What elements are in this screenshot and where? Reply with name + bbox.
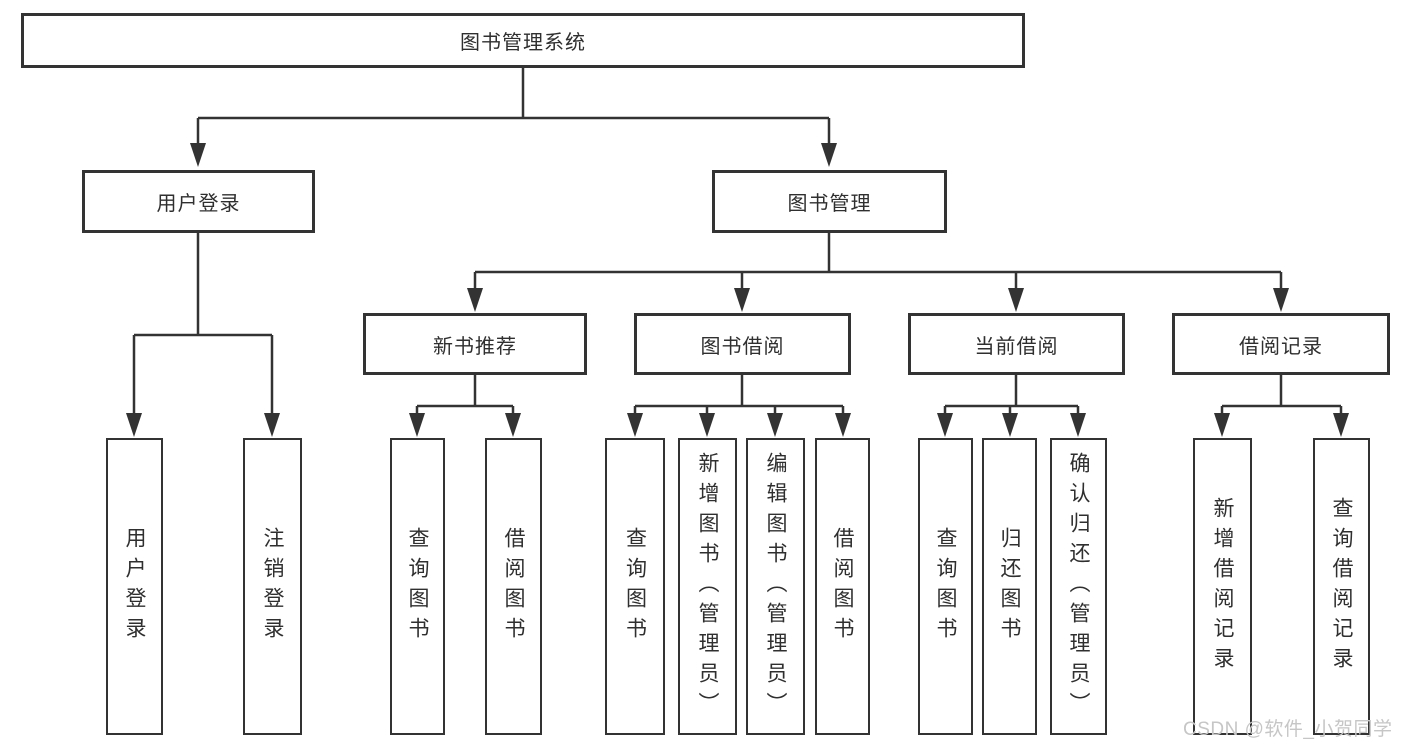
leaf-user-login: 用户登录	[106, 438, 163, 735]
node-label: 图书借阅	[700, 335, 785, 358]
arrow-down-icon	[835, 413, 851, 437]
leaf-borrow-books-recommend: 借阅图书	[485, 438, 542, 735]
leaf-query-books-current: 查询图书	[918, 438, 973, 735]
node-new-book-recommendation: 新书推荐	[363, 313, 587, 375]
node-label: 查询图书	[623, 526, 647, 647]
book-management-branch-connector	[467, 233, 1289, 312]
arrow-down-icon	[821, 143, 837, 167]
leaf-return-books: 归还图书	[982, 438, 1037, 735]
leaf-query-books-borrow: 查询图书	[605, 438, 665, 735]
leaf-edit-book-admin: 编辑图书（管理员）	[746, 438, 805, 735]
node-label: 新增图书（管理员）	[696, 451, 719, 722]
node-label: 借阅记录	[1239, 335, 1323, 358]
node-borrowing-records: 借阅记录	[1172, 313, 1390, 375]
arrow-down-icon	[1273, 288, 1289, 312]
csdn-watermark: CSDN @软件_小贺同学	[1183, 719, 1393, 740]
leaf-query-books-recommend: 查询图书	[390, 438, 445, 735]
node-label: 归还图书	[998, 526, 1021, 647]
node-book-management: 图书管理	[712, 170, 947, 233]
arrow-down-icon	[1333, 413, 1349, 437]
node-label: 用户登录	[123, 526, 146, 647]
arrow-down-icon	[734, 288, 750, 312]
arrow-down-icon	[126, 413, 142, 437]
borrow-records-connector	[1214, 375, 1349, 437]
leaf-logout: 注销登录	[243, 438, 302, 735]
node-user-login: 用户登录	[82, 170, 315, 233]
arrow-down-icon	[467, 288, 483, 312]
arrow-down-icon	[1008, 288, 1024, 312]
node-label: 新增借阅记录	[1211, 496, 1234, 677]
node-label: 当前借阅	[974, 335, 1059, 358]
arrow-down-icon	[767, 413, 783, 437]
node-label: 图书管理系统	[460, 32, 586, 54]
node-label: 编辑图书（管理员）	[764, 451, 787, 722]
arrow-down-icon	[1070, 413, 1086, 437]
node-label: 查询图书	[406, 526, 429, 647]
arrow-down-icon	[1002, 413, 1018, 437]
arrow-down-icon	[409, 413, 425, 437]
node-label: 新书推荐	[433, 335, 517, 358]
arrow-down-icon	[627, 413, 643, 437]
book-borrow-connector	[627, 375, 851, 437]
arrow-down-icon	[264, 413, 280, 437]
node-label: 确认归还（管理员）	[1067, 451, 1090, 722]
arrow-down-icon	[699, 413, 715, 437]
arrow-down-icon	[505, 413, 521, 437]
node-library-management-system: 图书管理系统	[21, 13, 1025, 68]
leaf-add-book-admin: 新增图书（管理员）	[678, 438, 737, 735]
arrow-down-icon	[1214, 413, 1230, 437]
node-label: 借阅图书	[502, 526, 525, 647]
node-label: 查询图书	[934, 526, 957, 647]
leaf-add-borrow-record: 新增借阅记录	[1193, 438, 1252, 735]
leaf-confirm-return-admin: 确认归还（管理员）	[1050, 438, 1107, 735]
node-label: 图书管理	[787, 193, 872, 215]
new-book-recommend-connector	[409, 375, 521, 437]
leaf-query-borrow-record: 查询借阅记录	[1313, 438, 1370, 735]
root-branch-connector	[190, 68, 837, 167]
node-label: 用户登录	[156, 193, 241, 215]
node-label: 借阅图书	[831, 526, 854, 647]
node-label: 查询借阅记录	[1330, 496, 1353, 677]
node-label: 注销登录	[261, 526, 284, 647]
arrow-down-icon	[190, 143, 206, 167]
node-current-borrowing: 当前借阅	[908, 313, 1125, 375]
user-login-branch-connector	[126, 233, 280, 437]
node-book-borrowing: 图书借阅	[634, 313, 851, 375]
current-borrow-connector	[937, 375, 1086, 437]
arrow-down-icon	[937, 413, 953, 437]
leaf-borrow-books: 借阅图书	[815, 438, 870, 735]
